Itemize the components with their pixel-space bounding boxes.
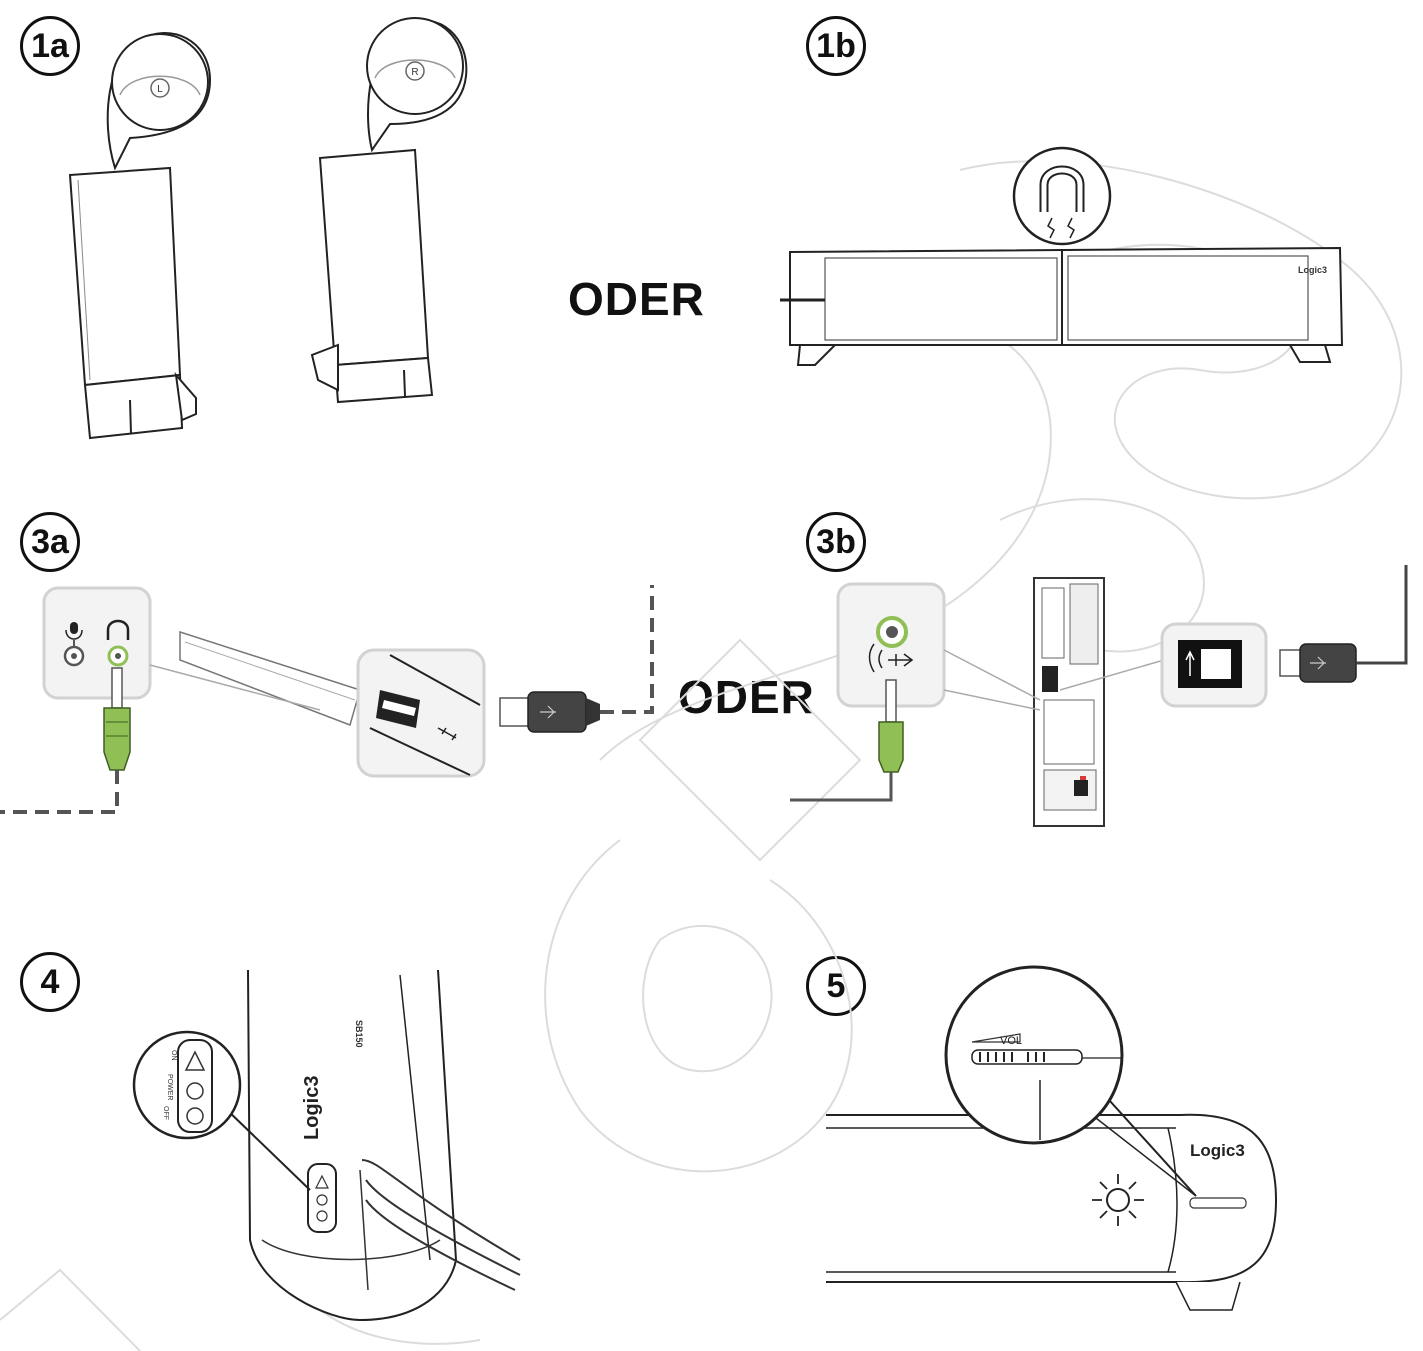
- power-switch-illustration: Logic3 SB150 ON POWER OFF: [132, 969, 521, 1322]
- step-badge-3b: 3b: [806, 512, 866, 572]
- speaker-brand-text: Logic3: [301, 1076, 323, 1140]
- step-badge-4: 4: [20, 952, 80, 1012]
- usb-plug-metal: [499, 697, 531, 727]
- soundbar-brand-label: Logic3: [1190, 1141, 1245, 1160]
- right-callout-text: R: [411, 67, 418, 78]
- soundbar-brand-text: Logic3: [1298, 265, 1327, 275]
- step-badge-1b: 1b: [806, 16, 866, 76]
- laptop-usb-callout: [356, 648, 486, 778]
- led-off-label: OFF: [162, 1106, 169, 1120]
- right-speaker-illustration: R: [310, 17, 468, 404]
- laptop-audio-callout: [42, 586, 152, 700]
- led-on-label: ON: [170, 1050, 177, 1061]
- volume-control-illustration: Logic3 VOL: [826, 965, 1278, 1311]
- audio-out-icon: [868, 643, 914, 673]
- magnet-icon: [1047, 217, 1075, 239]
- microphone-icon: [65, 622, 83, 646]
- power-label: POWER: [166, 1074, 173, 1100]
- desktop-connection-illustration: [790, 565, 1408, 827]
- volume-label: VOL: [1000, 1035, 1022, 1047]
- step-badge-3a: 3a: [20, 512, 80, 572]
- led-sun-icon: [1092, 1174, 1144, 1226]
- speaker-model-text: SB150: [354, 1020, 364, 1048]
- usb-port-icon: [1185, 650, 1195, 676]
- headphones-icon: [106, 619, 130, 640]
- step-badge-5: 5: [806, 956, 866, 1016]
- usb-plug-body: [527, 691, 587, 733]
- usb-icon: [437, 727, 457, 741]
- left-callout-text: L: [157, 84, 163, 95]
- or-label-top: ODER: [568, 273, 705, 325]
- laptop-connection-illustration: [0, 585, 654, 814]
- step-badge-1a: 1a: [20, 16, 80, 76]
- soundbar-illustration: Logic3: [780, 146, 1344, 366]
- left-speaker-illustration: L: [68, 32, 212, 440]
